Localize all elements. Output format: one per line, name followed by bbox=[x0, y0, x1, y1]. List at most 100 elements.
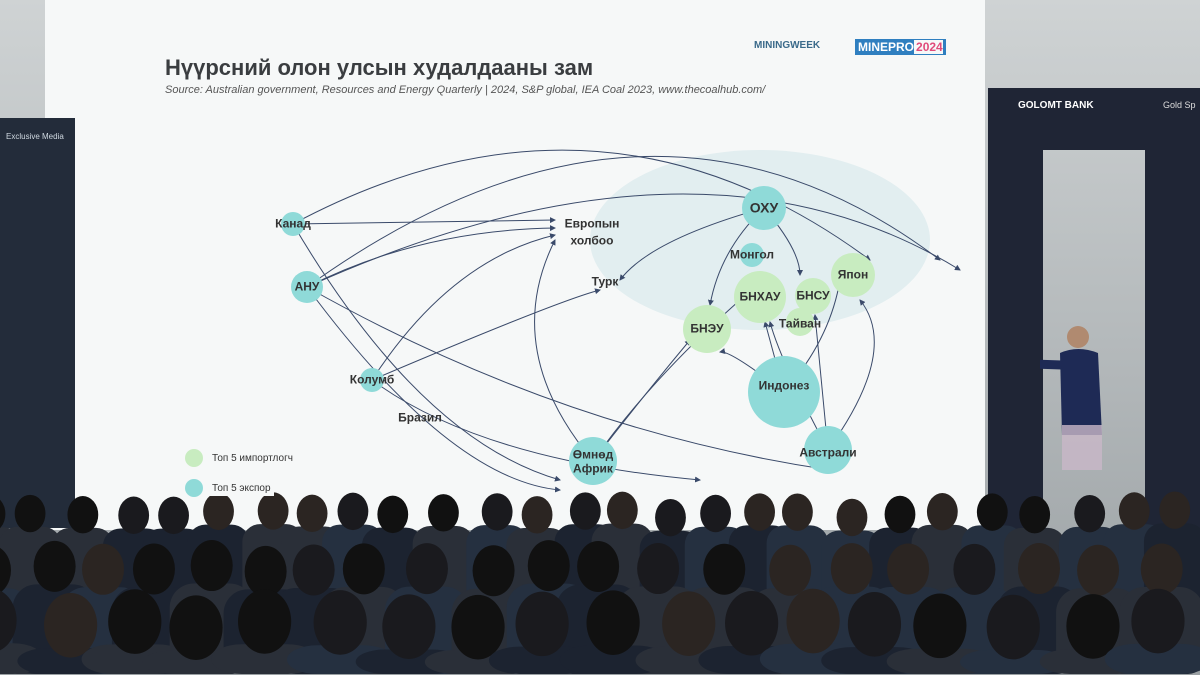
label-taiwan: Тайван bbox=[778, 316, 822, 331]
legend-importers: Топ 5 импортлогч bbox=[209, 452, 296, 466]
audience-head bbox=[700, 494, 731, 533]
audience-head bbox=[14, 494, 46, 533]
label-eu-2: холбоо bbox=[570, 233, 614, 248]
audience-head bbox=[33, 540, 76, 592]
audience-head bbox=[169, 595, 223, 660]
audience-head bbox=[515, 591, 569, 657]
audience-head bbox=[0, 547, 11, 593]
audience-head bbox=[1066, 594, 1120, 659]
legend-exporters: Топ 5 экспор bbox=[209, 482, 274, 496]
audience-head bbox=[887, 543, 930, 595]
audience-head bbox=[703, 543, 746, 595]
slide-source: Source: Australian government, Resources… bbox=[165, 84, 766, 96]
audience-head bbox=[976, 493, 1008, 531]
audience-head bbox=[257, 492, 289, 530]
audience-head bbox=[428, 494, 459, 532]
label-south-africa-1: Өмнөд bbox=[572, 447, 614, 462]
audience-head bbox=[847, 591, 902, 657]
slide-title: Нүүрсний олон улсын худалдааны зам bbox=[165, 55, 594, 80]
audience-head bbox=[382, 594, 436, 659]
miningweek-logo: MININGWEEK bbox=[754, 40, 821, 51]
audience-head bbox=[744, 493, 775, 531]
audience-head bbox=[118, 496, 150, 534]
label-russia: ОХУ bbox=[749, 199, 779, 216]
audience-body bbox=[960, 649, 1067, 674]
node-canada bbox=[281, 212, 305, 236]
audience-head bbox=[1159, 491, 1191, 529]
audience-head bbox=[1077, 544, 1120, 596]
label-mongolia: Монгол bbox=[729, 247, 775, 262]
audience-head bbox=[836, 498, 868, 537]
country-nodes bbox=[185, 186, 875, 497]
audience-head bbox=[337, 492, 369, 531]
podium bbox=[1062, 425, 1102, 470]
audience-head bbox=[1074, 494, 1106, 533]
audience-head bbox=[527, 540, 570, 592]
audience-head bbox=[237, 589, 292, 654]
audience-head bbox=[292, 544, 335, 596]
node-india bbox=[683, 305, 731, 353]
audience-head bbox=[203, 492, 234, 531]
label-indonesia: Индонез bbox=[758, 378, 810, 393]
label-south-africa-2: Африк bbox=[573, 461, 613, 476]
audience-body bbox=[1104, 643, 1200, 674]
left-banner: Exclusive Media bbox=[0, 118, 75, 528]
audience-head bbox=[986, 594, 1040, 660]
audience-head bbox=[342, 543, 385, 595]
label-turkey: Турк bbox=[591, 274, 619, 289]
node-korea bbox=[795, 278, 831, 314]
sponsor-text: Gold Sp bbox=[1163, 100, 1196, 110]
golomt-bank-logo: GOLOMT BANK bbox=[1018, 100, 1094, 111]
audience-head bbox=[830, 543, 873, 595]
audience-head bbox=[769, 544, 812, 596]
audience-head bbox=[725, 590, 779, 656]
label-korea: БНСУ bbox=[796, 288, 830, 303]
audience-head bbox=[481, 493, 513, 531]
audience-head bbox=[569, 492, 601, 530]
minepro-year: 2024 bbox=[914, 40, 943, 54]
audience-head bbox=[377, 495, 409, 534]
audience-head bbox=[606, 491, 638, 530]
node-south-africa bbox=[569, 437, 617, 485]
label-eu-1: Европын bbox=[564, 216, 620, 231]
left-banner-text: Exclusive Media bbox=[6, 132, 64, 141]
audience-head bbox=[1140, 543, 1183, 595]
minepro-text: MINEPRO bbox=[858, 40, 915, 54]
legend-exporter-swatch bbox=[185, 479, 203, 497]
audience-head bbox=[0, 590, 17, 651]
audience-head bbox=[662, 591, 716, 656]
audience-head bbox=[67, 496, 99, 534]
audience-head bbox=[82, 543, 125, 595]
audience-head bbox=[1118, 492, 1150, 530]
node-china bbox=[734, 271, 786, 323]
node-mongolia bbox=[740, 243, 764, 267]
audience-head bbox=[1017, 543, 1060, 595]
label-usa: АНУ bbox=[294, 279, 320, 294]
audience-head bbox=[472, 545, 515, 597]
audience-head bbox=[586, 590, 640, 655]
audience-head bbox=[190, 540, 233, 592]
audience-head bbox=[926, 493, 958, 531]
audience-head bbox=[637, 543, 680, 595]
node-japan bbox=[831, 253, 875, 297]
label-india: БНЭУ bbox=[690, 321, 724, 336]
right-stage-frame: GOLOMT BANK Gold Sp bbox=[988, 88, 1200, 558]
node-indonesia bbox=[748, 356, 820, 428]
node-taiwan bbox=[786, 308, 814, 336]
audience-head bbox=[655, 498, 686, 537]
label-colombia: Колумб bbox=[349, 372, 395, 387]
speaker bbox=[1040, 326, 1102, 470]
audience-head bbox=[296, 494, 328, 533]
audience-head bbox=[244, 545, 287, 597]
audience-head bbox=[44, 592, 98, 658]
audience-head bbox=[1019, 495, 1051, 534]
label-brazil: Бразил bbox=[398, 410, 442, 425]
audience-head bbox=[132, 543, 175, 595]
audience-head bbox=[913, 593, 967, 659]
audience-head bbox=[313, 590, 367, 655]
label-canada: Канад bbox=[275, 216, 311, 231]
audience-head bbox=[1131, 588, 1185, 654]
